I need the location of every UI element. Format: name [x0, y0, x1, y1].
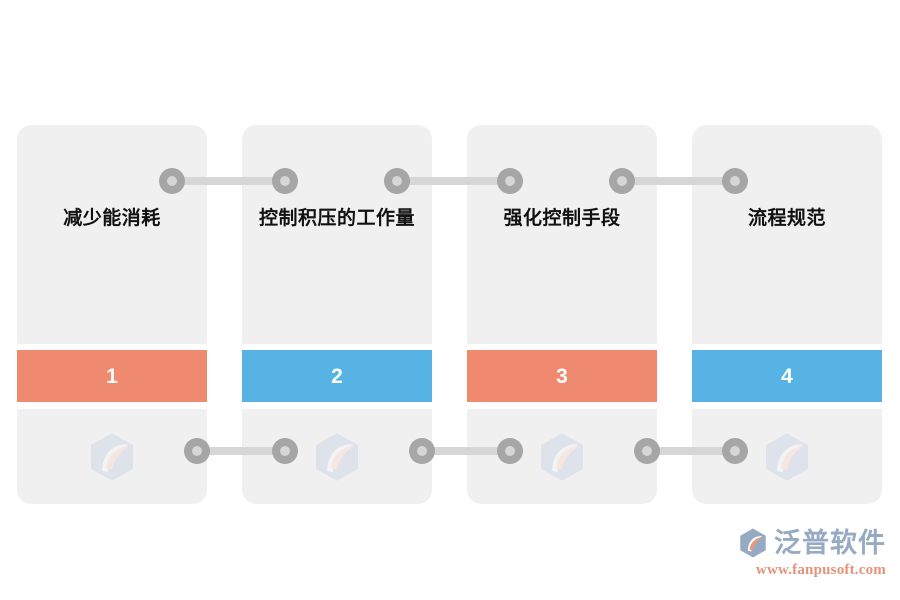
step-number-1: 1 [106, 364, 118, 388]
step-number-4: 4 [781, 364, 793, 388]
connector-top-line-top-2-3 [397, 177, 510, 185]
connector-top-dot-top-3-4-start [609, 168, 635, 194]
step-column-4[interactable]: 流程规范 4 [692, 125, 882, 504]
step-number-band-1[interactable]: 1 [17, 350, 207, 402]
fanpu-hexagon-logo-icon [534, 429, 590, 485]
connector-top-dot-top-1-2-end [272, 168, 298, 194]
fanpu-hexagon-logo-icon [759, 429, 815, 485]
step-number-band-3[interactable]: 3 [467, 350, 657, 402]
connector-bottom-line-bottom-3-4 [647, 447, 735, 455]
step-number-band-4[interactable]: 4 [692, 350, 882, 402]
brand-row: 泛普软件 [736, 526, 886, 560]
connector-bottom-dot-bottom-3-4-start [634, 438, 660, 464]
connector-top-line-top-1-2 [172, 177, 285, 185]
step-card-bottom-2[interactable] [242, 409, 432, 504]
connector-top-dot-top-3-4-end [722, 168, 748, 194]
connector-bottom-dot-bottom-1-2-start [184, 438, 210, 464]
connector-top-line-top-3-4 [622, 177, 735, 185]
connector-bottom-dot-bottom-2-3-end [497, 438, 523, 464]
step-title-1: 减少能消耗 [63, 208, 161, 229]
connector-bottom-dot-bottom-1-2-end [272, 438, 298, 464]
fanpu-hexagon-logo-icon [84, 429, 140, 485]
connector-top-dot-top-2-3-start [384, 168, 410, 194]
fanpu-logo-icon [736, 526, 770, 560]
step-card-top-4[interactable]: 流程规范 [692, 125, 882, 344]
step-card-bottom-4[interactable] [692, 409, 882, 504]
step-column-1[interactable]: 减少能消耗 1 [17, 125, 207, 504]
step-title-4: 流程规范 [747, 208, 826, 229]
brand-name: 泛普软件 [774, 527, 886, 559]
brand-watermark: 泛普软件 www.fanpusoft.com [736, 526, 886, 588]
fanpu-hexagon-logo-icon [309, 429, 365, 485]
step-card-top-1[interactable]: 减少能消耗 [17, 125, 207, 344]
connector-top-dot-top-1-2-start [159, 168, 185, 194]
connector-bottom-dot-bottom-2-3-start [409, 438, 435, 464]
step-number-band-2[interactable]: 2 [242, 350, 432, 402]
connector-top-dot-top-2-3-end [497, 168, 523, 194]
step-card-bottom-3[interactable] [467, 409, 657, 504]
connector-bottom-line-bottom-1-2 [197, 447, 285, 455]
connector-bottom-line-bottom-2-3 [422, 447, 510, 455]
step-card-bottom-1[interactable] [17, 409, 207, 504]
step-number-3: 3 [556, 364, 568, 388]
step-card-top-3[interactable]: 强化控制手段 [467, 125, 657, 344]
connector-bottom-dot-bottom-3-4-end [722, 438, 748, 464]
step-card-top-2[interactable]: 控制积压的工作量 [242, 125, 432, 344]
brand-url: www.fanpusoft.com [755, 562, 886, 578]
step-column-3[interactable]: 强化控制手段 3 [467, 125, 657, 504]
step-number-2: 2 [331, 364, 343, 388]
step-title-3: 强化控制手段 [503, 208, 621, 229]
step-title-2: 控制积压的工作量 [258, 208, 415, 229]
